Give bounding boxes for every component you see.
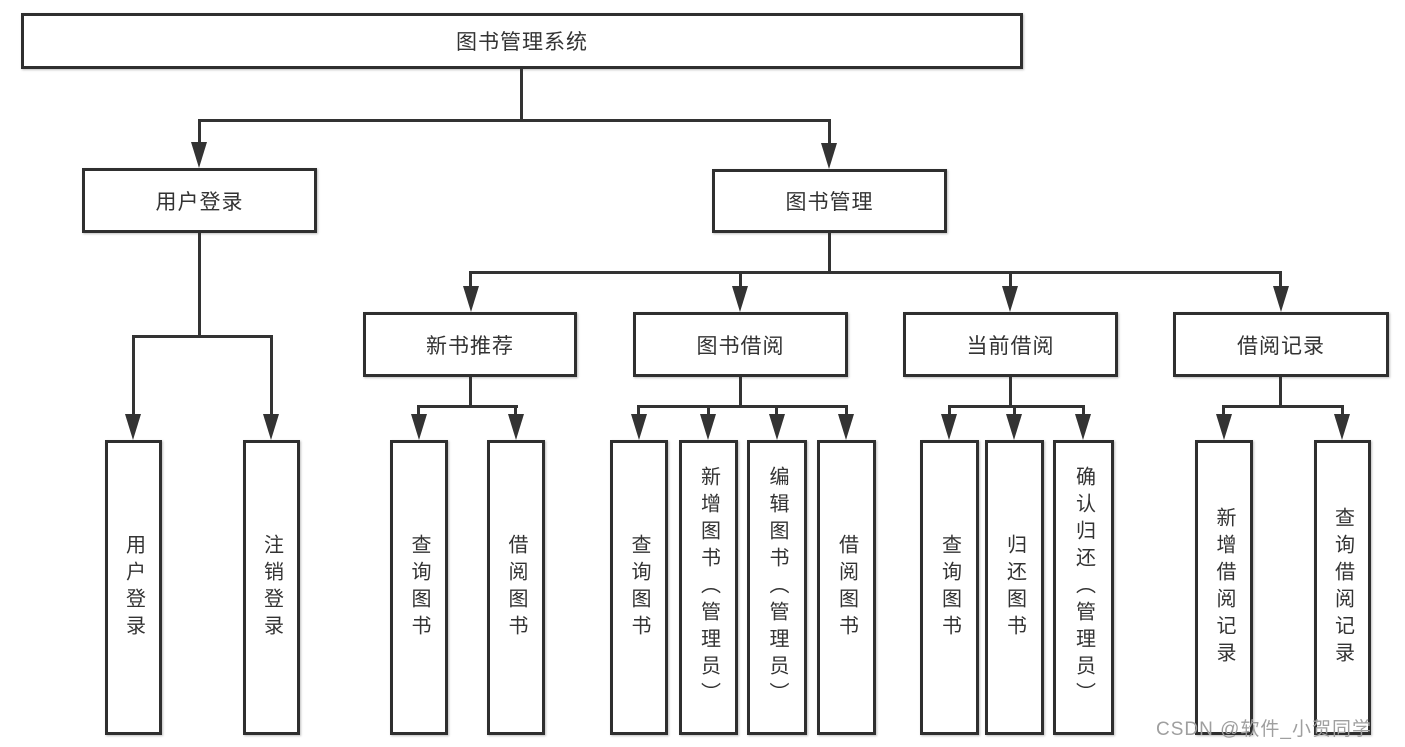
leaf-borrow-query-books: 查询图书: [610, 440, 668, 735]
arrowhead-icon: [1002, 286, 1018, 312]
connector-line: [948, 405, 951, 416]
leaf-newbook-query-books: 查询图书: [390, 440, 448, 735]
leaf-user-login: 用户登录: [105, 440, 162, 735]
connector-line: [637, 405, 640, 416]
connector-line: [132, 335, 135, 416]
connector-line: [828, 232, 831, 274]
connector-line: [198, 119, 201, 146]
connector-line: [948, 405, 1085, 408]
node-book-management: 图书管理: [712, 169, 947, 233]
connector-line: [469, 271, 472, 288]
node-book-borrow: 图书借阅: [633, 312, 848, 377]
arrowhead-icon: [463, 286, 479, 312]
leaf-borrow-add-books-admin: 新增图书（管理员）: [679, 440, 738, 735]
connector-line: [775, 405, 778, 416]
arrowhead-icon: [732, 286, 748, 312]
connector-line: [845, 405, 848, 416]
connector-line: [417, 405, 518, 408]
connector-line: [1279, 271, 1282, 288]
connector-line: [1341, 405, 1344, 416]
arrowhead-icon: [191, 142, 207, 168]
connector-line: [1222, 405, 1344, 408]
node-borrow-records: 借阅记录: [1173, 312, 1389, 377]
connector-line: [739, 377, 742, 407]
connector-line: [1082, 405, 1085, 416]
arrowhead-icon: [1216, 414, 1232, 440]
arrowhead-icon: [508, 414, 524, 440]
arrowhead-icon: [700, 414, 716, 440]
connector-line: [469, 271, 1282, 274]
arrowhead-icon: [1006, 414, 1022, 440]
watermark: CSDN @软件_小贺同学: [1156, 719, 1372, 740]
connector-line: [520, 69, 523, 122]
leaf-records-add-record: 新增借阅记录: [1195, 440, 1253, 735]
connector-line: [1009, 377, 1012, 407]
arrowhead-icon: [263, 414, 279, 440]
leaf-current-return-books: 归还图书: [985, 440, 1044, 735]
connector-line: [514, 405, 517, 416]
connector-line: [198, 233, 201, 337]
connector-line: [637, 405, 848, 408]
leaf-logout: 注销登录: [243, 440, 300, 735]
connector-line: [132, 335, 273, 338]
leaf-borrow-edit-books-admin: 编辑图书（管理员）: [747, 440, 807, 735]
arrowhead-icon: [821, 143, 837, 169]
connector-line: [739, 271, 742, 288]
node-login: 用户登录: [82, 168, 317, 233]
node-new-book-recommend: 新书推荐: [363, 312, 577, 377]
arrowhead-icon: [631, 414, 647, 440]
leaf-borrow-borrow-books: 借阅图书: [817, 440, 876, 735]
connector-line: [1222, 405, 1225, 416]
arrowhead-icon: [1334, 414, 1350, 440]
connector-line: [198, 119, 831, 122]
leaf-newbook-borrow-books: 借阅图书: [487, 440, 545, 735]
arrowhead-icon: [125, 414, 141, 440]
connector-line: [1279, 377, 1282, 407]
connector-line: [1013, 405, 1016, 416]
connector-line: [417, 405, 420, 416]
arrowhead-icon: [941, 414, 957, 440]
connector-line: [828, 119, 831, 147]
connector-line: [1009, 271, 1012, 288]
arrowhead-icon: [1075, 414, 1091, 440]
leaf-records-query-record: 查询借阅记录: [1314, 440, 1371, 735]
leaf-current-confirm-return-admin: 确认归还（管理员）: [1053, 440, 1114, 735]
connector-line: [707, 405, 710, 416]
arrowhead-icon: [769, 414, 785, 440]
connector-line: [469, 377, 472, 408]
arrowhead-icon: [1273, 286, 1289, 312]
leaf-current-query-books: 查询图书: [920, 440, 979, 735]
arrowhead-icon: [838, 414, 854, 440]
node-root: 图书管理系统: [21, 13, 1023, 69]
connector-line: [270, 335, 273, 416]
arrowhead-icon: [411, 414, 427, 440]
node-current-borrow: 当前借阅: [903, 312, 1118, 377]
